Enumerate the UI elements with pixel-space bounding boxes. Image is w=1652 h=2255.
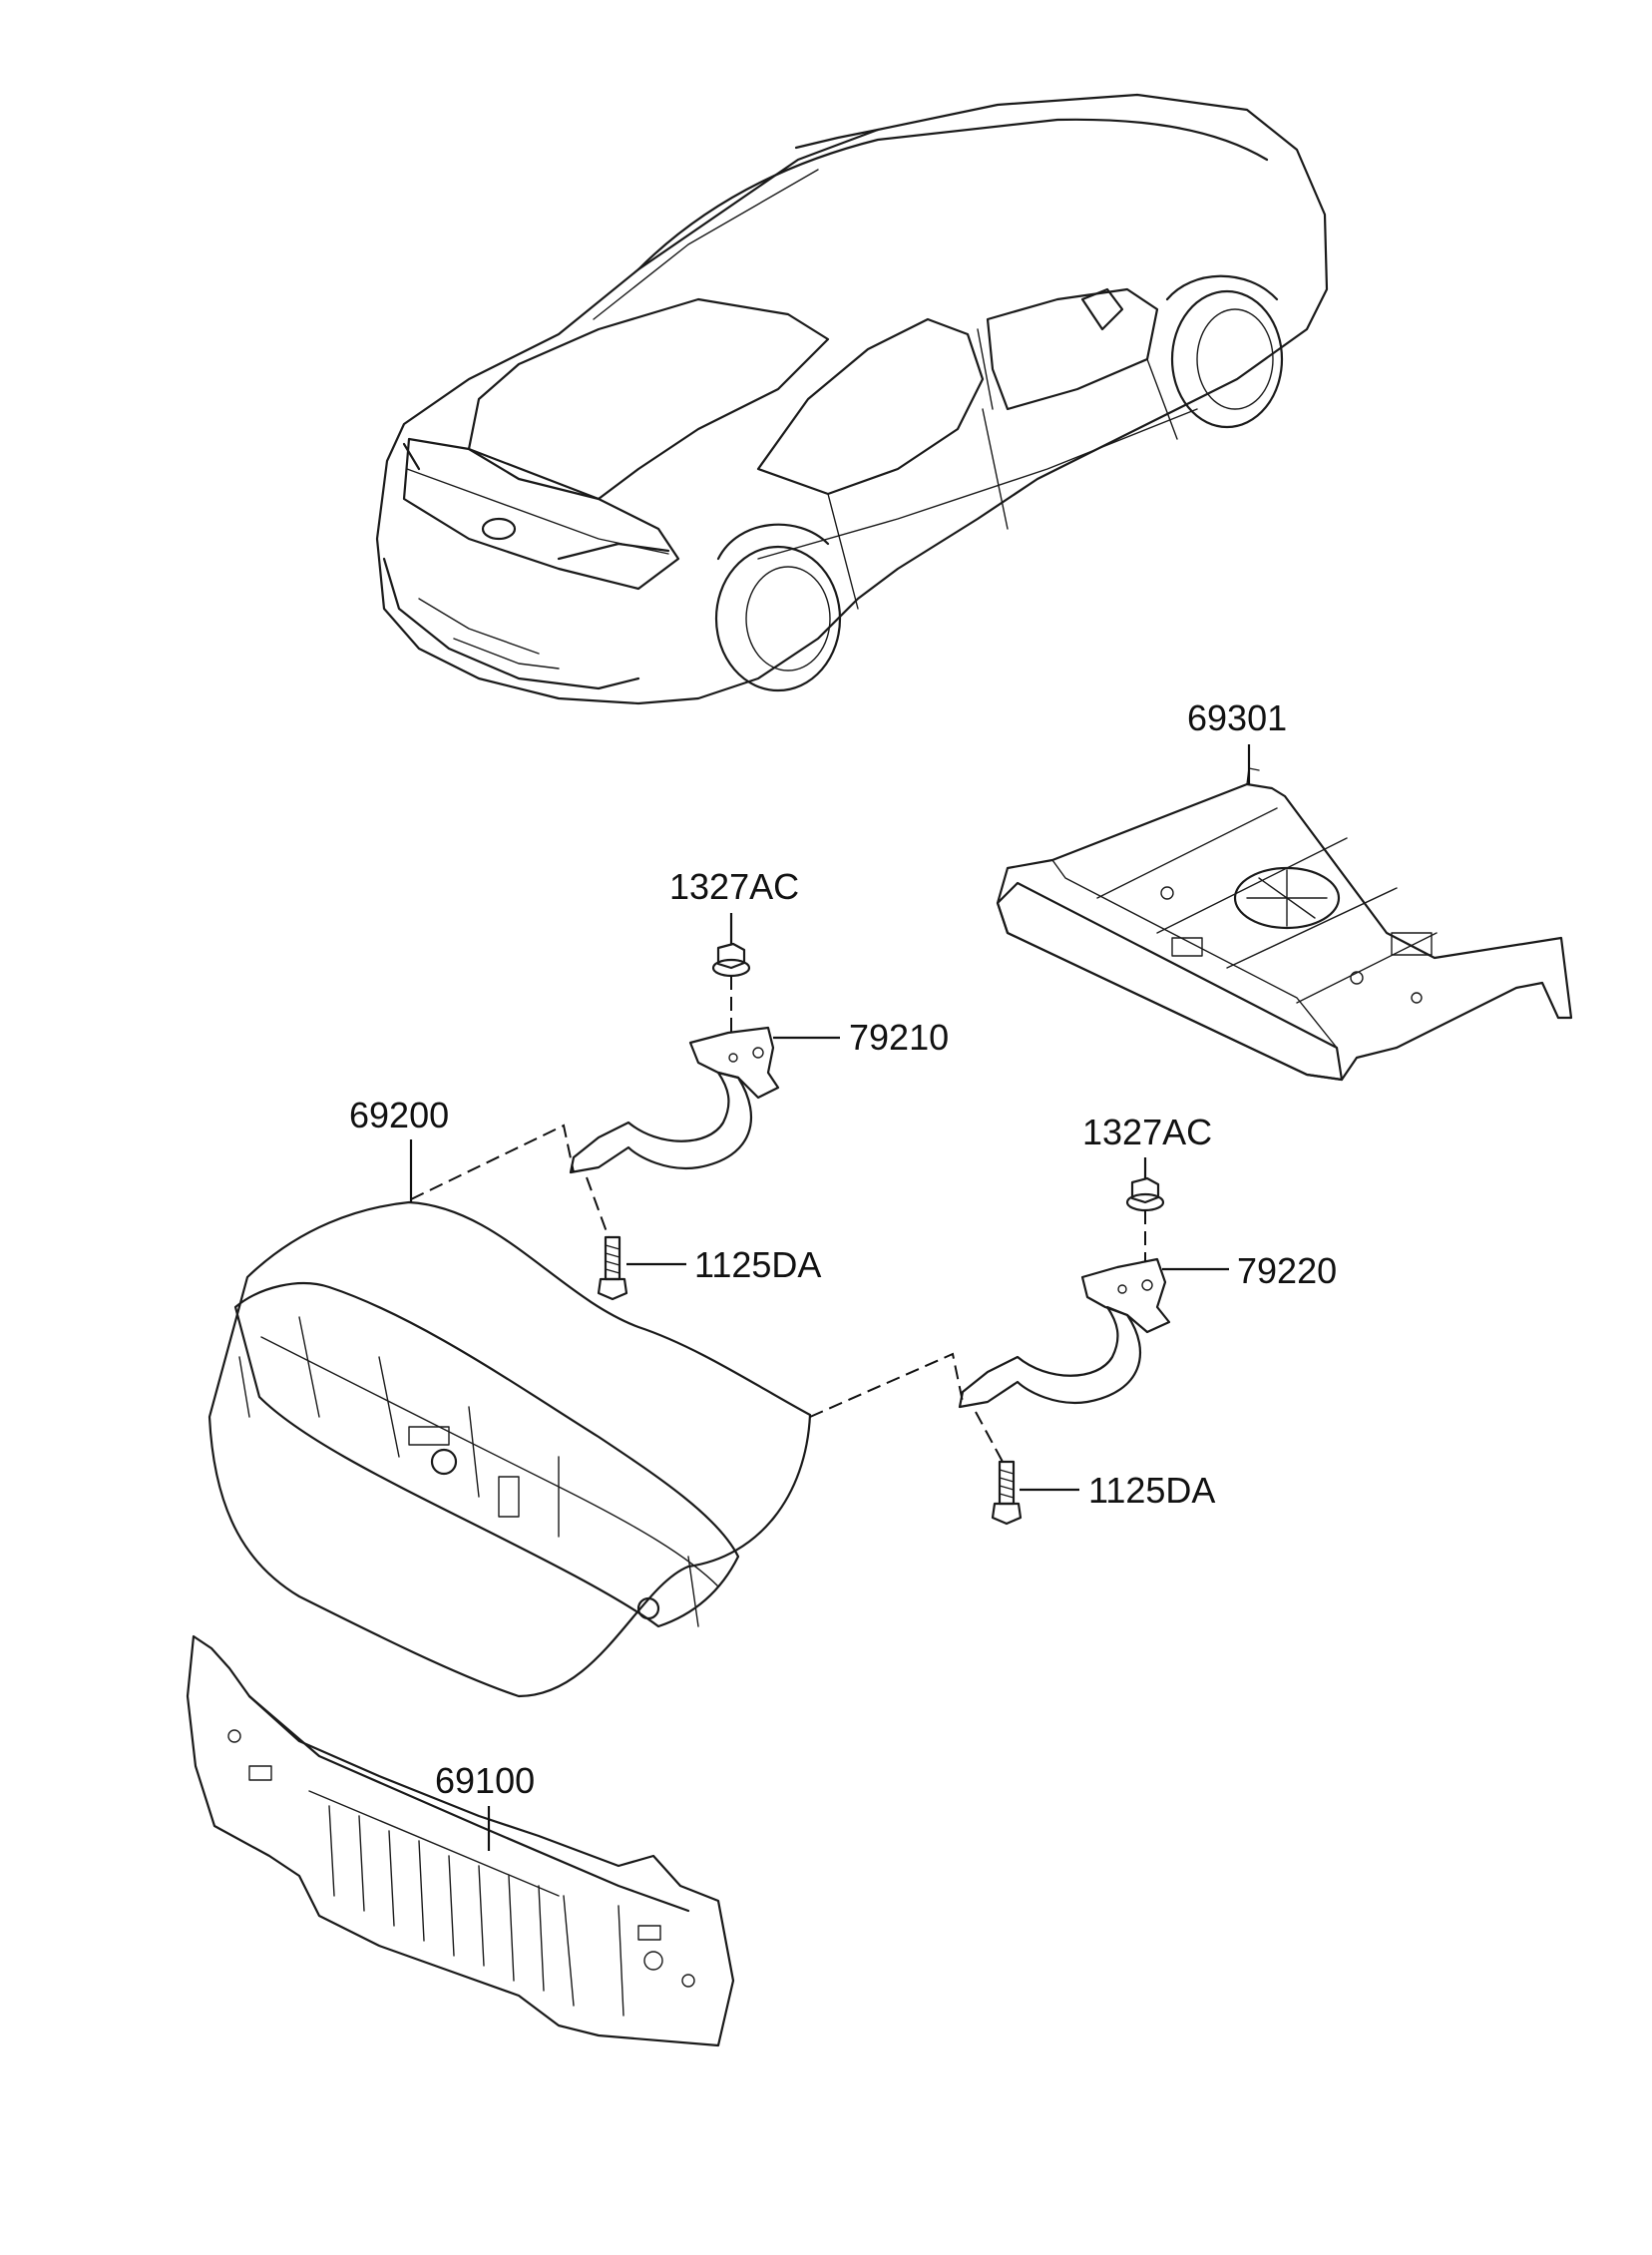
assembly-dash-lines	[410, 976, 1146, 1463]
hinge-79210	[569, 1026, 780, 1174]
bolt-1125DA-left	[597, 1235, 628, 1301]
callout-69200: 69200	[349, 1095, 450, 1135]
back-panel-69100	[186, 1634, 735, 2047]
car-reference-illustration	[375, 93, 1329, 705]
callout-69301: 69301	[1187, 697, 1288, 738]
trunk-lid-69200	[207, 1200, 812, 1698]
callout-1327AC-right: 1327AC	[1082, 1112, 1213, 1152]
callout-1125DA-right: 1125DA	[1088, 1470, 1216, 1511]
nut-1327AC-right	[1125, 1176, 1165, 1212]
bolt-1125DA-right	[991, 1460, 1023, 1526]
callout-79220: 79220	[1237, 1250, 1338, 1291]
leader-lines	[409, 744, 1251, 1851]
callout-69100: 69100	[435, 1760, 536, 1801]
callout-1327AC-left: 1327AC	[669, 866, 800, 907]
rear-floor-panel-69301	[996, 767, 1573, 1082]
nut-1327AC-left	[711, 942, 751, 978]
callout-1125DA-left: 1125DA	[694, 1244, 822, 1285]
callout-79210: 79210	[849, 1017, 950, 1058]
hinge-79220	[958, 1257, 1171, 1409]
